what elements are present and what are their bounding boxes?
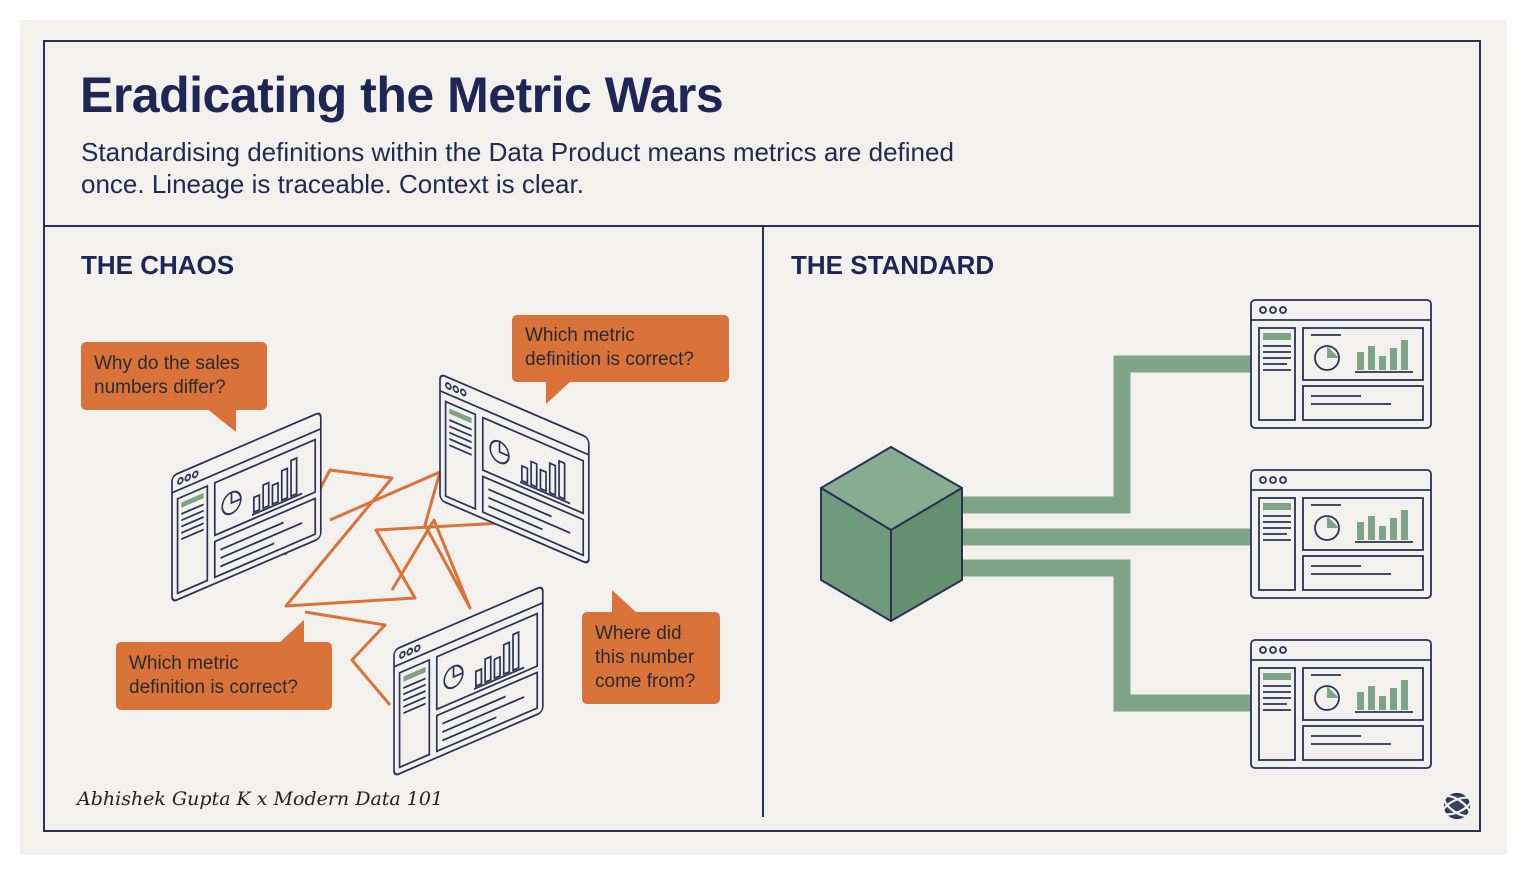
- standard-lineage-lines: [958, 355, 1252, 712]
- dashboard-icon: [392, 584, 544, 778]
- dashboard-icon: [170, 410, 322, 604]
- page-subtitle: Standardising definitions within the Dat…: [81, 137, 954, 199]
- dashboard-icon: [1250, 639, 1432, 769]
- page-title: Eradicating the Metric Wars: [80, 67, 724, 123]
- dashboard-icon: [1250, 469, 1432, 599]
- globe-logo-icon: [1442, 792, 1472, 820]
- content-frame: [43, 40, 1481, 832]
- standard-heading: THE STANDARD: [791, 250, 995, 280]
- panel-divider: [762, 227, 764, 817]
- speech-bubbles: [81, 315, 729, 710]
- chaos-heading: THE CHAOS: [81, 250, 235, 280]
- author-credit: Abhishek Gupta K x Modern Data 101: [77, 788, 444, 810]
- cube-icon: [820, 446, 963, 622]
- header-divider: [43, 225, 1481, 227]
- dashboard-icon: [438, 372, 590, 566]
- dashboard-icon: [1250, 299, 1432, 429]
